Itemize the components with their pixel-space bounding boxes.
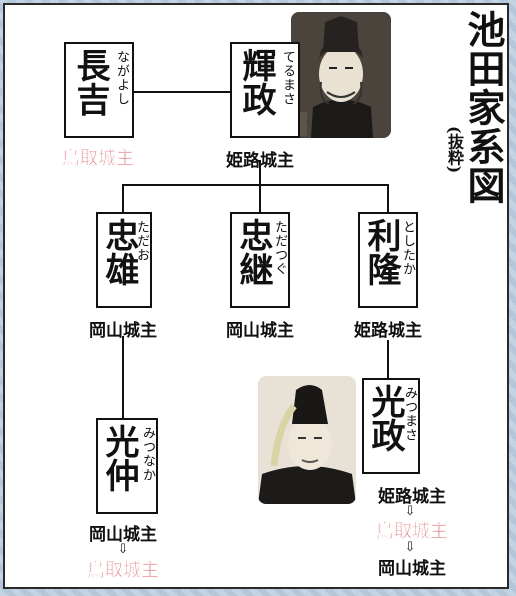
- person-box-nagayoshi: 長吉 ながよし: [64, 42, 134, 138]
- arrow-mitsumasa-2: ⇩: [404, 540, 416, 555]
- person-box-toshitaka: 利隆 としたか: [358, 212, 418, 308]
- reading-tadao: ただお: [134, 220, 149, 262]
- connector-children-bar: [122, 184, 388, 186]
- person-box-mitsunaka: 光仲 みつなか: [96, 418, 158, 514]
- reading-mitsunaka: みつなか: [140, 426, 155, 482]
- castle-tadatsugu: 岡山城主: [226, 321, 294, 341]
- reading-toshitaka: としたか: [400, 220, 415, 276]
- diagram-title: 池田家系図: [461, 10, 506, 205]
- person-box-terumasa: 輝政 てるまさ: [230, 42, 300, 138]
- person-box-tadatsugu: 忠継 ただつぐ: [230, 212, 290, 308]
- name-terumasa: 輝政: [236, 48, 276, 116]
- castle-nagayoshi: 鳥取城主: [62, 148, 134, 169]
- name-tadao: 忠雄: [99, 218, 139, 286]
- castle2-mitsumasa: 鳥取城主: [376, 521, 448, 542]
- castle3-mitsumasa: 岡山城主: [378, 559, 446, 579]
- connector-toshitaka-up: [387, 184, 389, 212]
- connector-tadatsugu-up: [259, 184, 261, 212]
- connector-tadao-up: [122, 184, 124, 212]
- castle-tadao: 岡山城主: [89, 321, 157, 341]
- arrow-mitsumasa-1: ⇩: [404, 504, 416, 519]
- connector-toshitaka-mitsumasa: [387, 340, 389, 378]
- name-nagayoshi: 長吉: [70, 48, 110, 116]
- castle2-mitsunaka: 鳥取城主: [87, 560, 159, 581]
- terumasa-portrait: [291, 12, 391, 138]
- reading-nagayoshi: ながよし: [114, 50, 129, 106]
- connector-nagayoshi-terumasa: [134, 91, 232, 93]
- castle-mitsunaka: 岡山城主: [89, 525, 157, 545]
- person-box-tadao: 忠雄 ただお: [96, 212, 152, 308]
- reading-terumasa: てるまさ: [280, 50, 295, 106]
- diagram-subtitle: (抜粋): [445, 126, 464, 174]
- castle-toshitaka: 姫路城主: [354, 321, 422, 341]
- person-box-mitsumasa: 光政 みつまさ: [362, 378, 420, 474]
- reading-mitsumasa: みつまさ: [402, 386, 417, 442]
- castle-mitsumasa: 姫路城主: [378, 487, 446, 507]
- name-toshitaka: 利隆: [361, 218, 401, 286]
- reading-tadatsugu: ただつぐ: [272, 220, 287, 276]
- name-mitsumasa: 光政: [365, 384, 405, 452]
- connector-tadao-mitsunaka: [122, 336, 124, 418]
- castle-terumasa: 姫路城主: [226, 151, 294, 171]
- connector-terumasa-down: [259, 160, 261, 185]
- name-mitsunaka: 光仲: [99, 424, 139, 492]
- arrow-mitsunaka-1: ⇩: [117, 542, 129, 557]
- mitsumasa-portrait: [258, 376, 356, 504]
- name-tadatsugu: 忠継: [233, 218, 273, 286]
